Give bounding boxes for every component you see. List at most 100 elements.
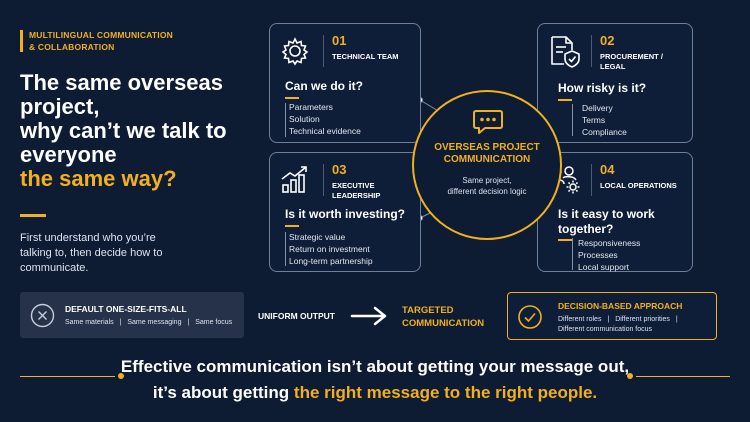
card-question-line1: Is it easy to work (558, 207, 655, 221)
decision-approach-title: DECISION-BASED APPROACH (558, 301, 683, 311)
card-question: Is it worth investing? (285, 207, 406, 221)
card-title: LOCAL OPERATIONS (600, 181, 677, 191)
card-divider (591, 35, 592, 67)
tagline-line1: Effective communication isn’t about gett… (120, 357, 630, 376)
hub-sub-line1: Same project, (462, 176, 512, 185)
section-tag-line1: MULTILINGUAL COMMUNICATION (29, 30, 174, 40)
arrow-right-icon (350, 306, 387, 326)
list-item: Same focus (195, 319, 233, 326)
headline-line1: The same overseas (20, 70, 224, 95)
section-tag: MULTILINGUAL COMMUNICATION & COLLABORATI… (29, 29, 173, 53)
card-procurement-legal: 02 PROCUREMENT / LEGAL How risky is it? … (537, 23, 693, 143)
card-question: Can we do it? (285, 79, 363, 93)
hub-title-line2: COMMUNICATION (443, 154, 531, 165)
items-line (572, 104, 573, 136)
items-line (285, 232, 286, 266)
document-shield-icon (551, 36, 580, 68)
page-title: The same overseas project, why can’t we … (20, 71, 260, 191)
list-item: Parameters (289, 102, 333, 112)
list-item: Delivery (582, 103, 613, 113)
decision-approach-items-row1: Different roles | Different priorities | (558, 316, 682, 323)
hub-title: OVERSEAS PROJECT COMMUNICATION (414, 142, 560, 166)
headline-rule (20, 214, 46, 217)
card-executive-leadership: 03 EXECUTIVE LEADERSHIP Is it worth inve… (269, 152, 421, 272)
headline-line2: project, (20, 94, 100, 119)
hub-title-line1: OVERSEAS PROJECT (434, 142, 540, 153)
question-rule (558, 239, 572, 241)
targeted-line1: TARGETED (402, 305, 454, 316)
card-divider (323, 164, 324, 196)
separator: | (187, 319, 190, 326)
section-tag-line2: & COLLABORATION (29, 42, 115, 52)
items-line (285, 103, 286, 137)
card-number: 03 (332, 162, 347, 177)
default-approach-box: DEFAULT ONE-SIZE-FITS-ALL Same materials… (20, 292, 244, 338)
card-question: Is it easy to work together? (558, 207, 655, 237)
card-local-operations: 04 LOCAL OPERATIONS Is it easy to work t… (537, 152, 693, 272)
tagline-rule-left (20, 376, 115, 377)
list-item: Same materials (65, 319, 114, 326)
list-item: Different communication focus (558, 326, 653, 333)
card-divider (323, 35, 324, 67)
tagline-start: it’s about getting (152, 383, 290, 402)
list-item: Same messaging (127, 319, 182, 326)
question-rule (285, 97, 299, 99)
bar-growth-icon (281, 166, 307, 193)
card-technical-team: 01 TECHNICAL TEAM Can we do it? Paramete… (269, 23, 421, 143)
card-title-line1: TECHNICAL TEAM (332, 52, 399, 61)
card-number: 04 (600, 162, 615, 177)
tagline-dot-right (627, 373, 633, 379)
question-rule (285, 225, 299, 227)
list-item: Long-term partnership (289, 256, 373, 266)
chat-bubble-icon (473, 110, 503, 134)
card-question-line2: together? (558, 222, 614, 236)
card-divider (591, 164, 592, 196)
card-title: EXECUTIVE LEADERSHIP (332, 181, 380, 201)
uniform-output-label: UNIFORM OUTPUT (258, 311, 335, 321)
card-title-line2: LEGAL (600, 62, 626, 71)
check-circle-icon (518, 305, 542, 329)
close-circle-icon (30, 303, 55, 328)
hub-circle: OVERSEAS PROJECT COMMUNICATION Same proj… (412, 90, 562, 240)
items-line (572, 238, 573, 270)
list-item: Processes (578, 250, 618, 260)
card-number: 02 (600, 33, 615, 48)
card-question: How risky is it? (558, 81, 647, 95)
list-item: Responsiveness (578, 238, 641, 248)
headline-highlight: the same way? (20, 166, 177, 191)
decision-approach-box: DECISION-BASED APPROACH Different roles … (507, 292, 717, 340)
list-item: Solution (289, 114, 320, 124)
list-item: Return on investment (289, 244, 370, 254)
headline-line3: why can’t we talk to (20, 118, 227, 143)
card-title-line1: LOCAL OPERATIONS (600, 181, 677, 190)
list-item: Terms (582, 115, 606, 125)
targeted-label: TARGETED COMMUNICATION (402, 304, 484, 330)
separator: | (675, 316, 678, 323)
separator: | (607, 316, 610, 323)
default-approach-title: DEFAULT ONE-SIZE-FITS-ALL (65, 304, 187, 314)
tag-accent-bar (20, 30, 23, 52)
tagline-rule-right (636, 376, 730, 377)
list-item: Local support (578, 262, 630, 272)
list-item: Strategic value (289, 232, 346, 242)
tagline-line2: it’s about getting the right message to … (0, 383, 750, 403)
card-title: PROCUREMENT / LEGAL (600, 52, 663, 72)
hub-sub-line2: different decision logic (447, 187, 527, 196)
card-title-line1: EXECUTIVE (332, 181, 375, 190)
hub-subtitle: Same project, different decision logic (414, 175, 560, 197)
card-title: TECHNICAL TEAM (332, 52, 399, 62)
list-item: Technical evidence (289, 126, 361, 136)
card-title-line2: LEADERSHIP (332, 191, 381, 200)
separator: | (119, 319, 122, 326)
headline-line4: everyone (20, 142, 117, 167)
list-item: Different roles (558, 316, 602, 323)
headline-subtext: First understand who you’re talking to, … (20, 232, 163, 274)
gear-icon (281, 37, 309, 66)
card-title-line1: PROCUREMENT / (600, 52, 663, 61)
tagline-dot-left (118, 373, 124, 379)
targeted-line2: COMMUNICATION (402, 318, 485, 329)
list-item: Different priorities (615, 316, 670, 323)
question-rule (558, 99, 572, 101)
list-item: Compliance (582, 127, 627, 137)
tagline-highlight: the right message to the right people. (293, 383, 598, 402)
